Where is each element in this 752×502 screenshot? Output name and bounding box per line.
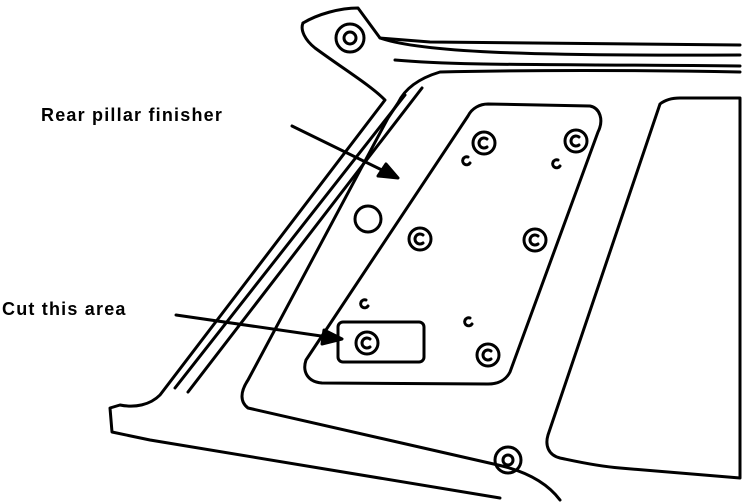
pillar-inner-edge	[186, 86, 424, 394]
hole-large	[353, 204, 383, 234]
label-rear-pillar-finisher: Rear pillar finisher	[41, 105, 224, 125]
cut-area-rectangle	[336, 320, 426, 364]
pillar-inner-edge-2	[173, 93, 407, 390]
window-opening	[545, 96, 742, 480]
roof-trim-line-2	[393, 58, 742, 68]
fastener-3	[407, 226, 433, 252]
hole-small-2	[551, 158, 562, 170]
pillar-left-edge	[108, 21, 502, 500]
fastener-1	[471, 130, 497, 156]
leader-cut-area	[174, 313, 344, 346]
fastener-6	[475, 342, 501, 368]
label-cut-this-area: Cut this area	[2, 299, 127, 319]
roof-trim-line-1	[378, 36, 742, 57]
fastener-2	[563, 128, 589, 154]
fastener-4	[522, 227, 548, 253]
fastener-5	[354, 330, 380, 356]
fastener-bottom-bolt	[493, 445, 523, 475]
hole-small-4	[463, 316, 474, 328]
outer-body-outline	[240, 6, 742, 502]
leader-rear-pillar	[290, 124, 400, 180]
hole-small-1	[461, 155, 472, 167]
hole-small-3	[359, 298, 370, 310]
finisher-panel	[303, 102, 603, 386]
fastener-top-bolt	[334, 22, 366, 54]
